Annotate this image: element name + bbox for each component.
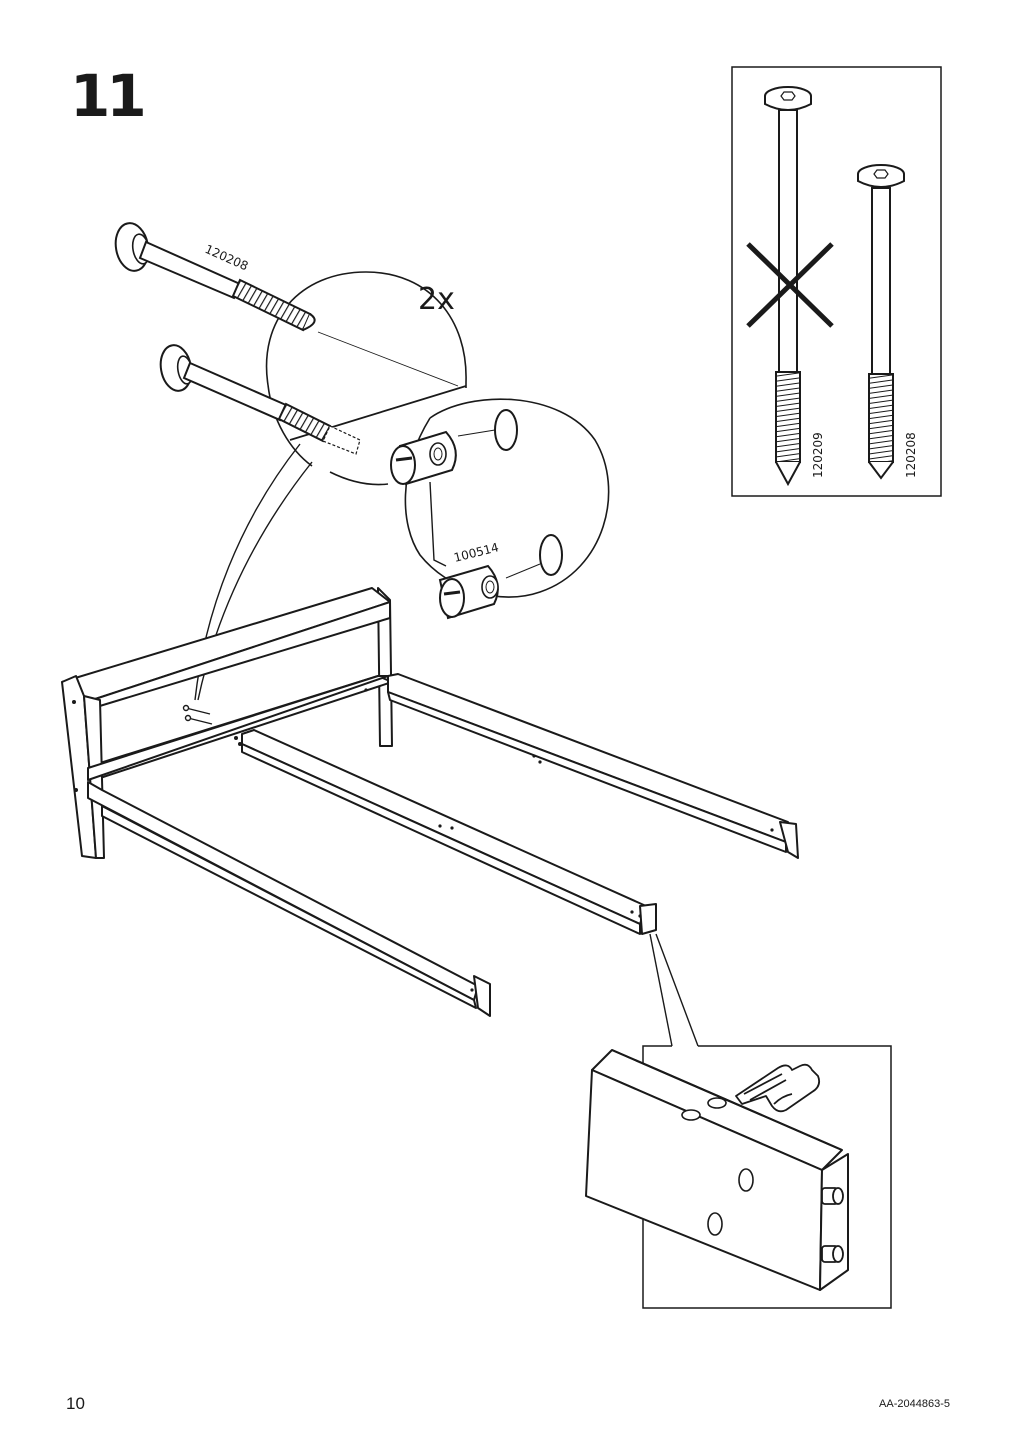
step-number: 11 xyxy=(70,62,147,130)
label-bolt-120208-callout: 120208 xyxy=(203,242,251,273)
bolt-detail-callout: 2x 120208 xyxy=(114,222,610,701)
barrel-nut-upper xyxy=(390,430,457,486)
bolt-upper xyxy=(114,222,316,332)
bolt-120209-wrong xyxy=(764,86,812,487)
bolt-comparison-box: 120209 120208 xyxy=(731,66,942,497)
bolt-lower xyxy=(159,344,361,455)
pressing-hand-icon xyxy=(735,1063,821,1113)
quantity-label: 2x xyxy=(418,282,455,317)
screw-pair-icon xyxy=(182,704,213,725)
document-code: AA-2044863-5 xyxy=(879,1398,950,1410)
bed-frame xyxy=(61,587,799,1017)
page-number: 10 xyxy=(66,1394,85,1413)
bolt-120208-correct xyxy=(857,164,905,480)
barrel-nut-lower xyxy=(438,564,499,620)
rail-end-detail xyxy=(585,933,892,1309)
cross-mark-icon xyxy=(746,242,834,328)
label-bolt-120208: 120208 xyxy=(904,432,918,478)
label-bolt-120209: 120209 xyxy=(811,432,825,478)
